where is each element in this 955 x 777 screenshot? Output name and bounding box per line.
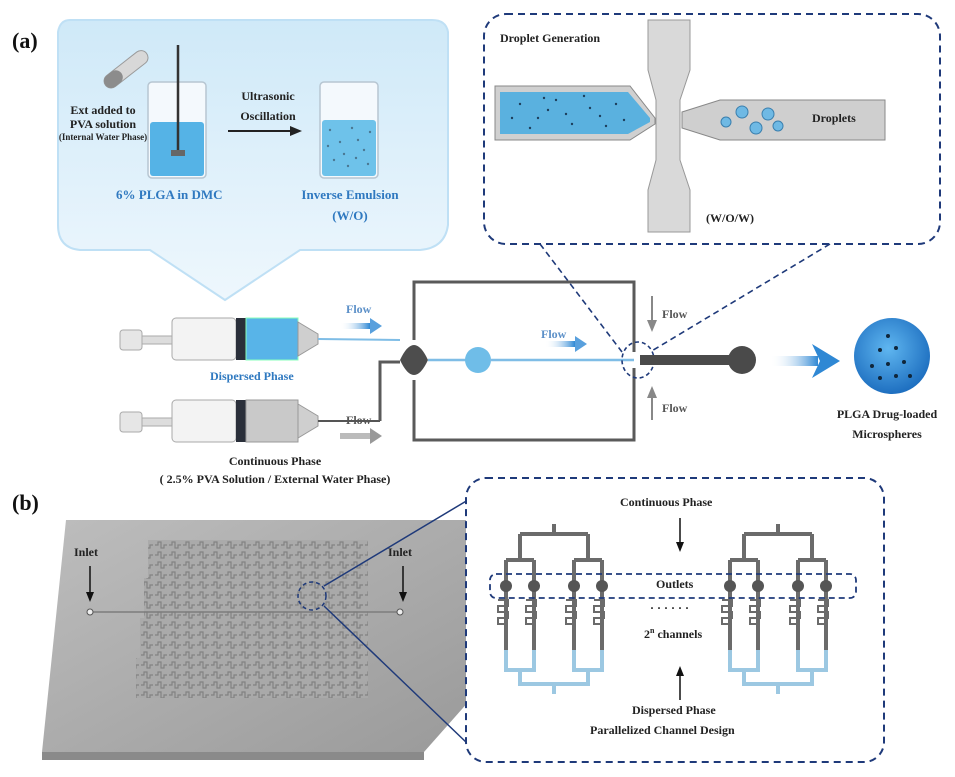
ext-line-3: (Internal Water Phase) <box>58 131 148 142</box>
zoom-line-right <box>649 243 831 353</box>
dots-label: · · · · · · <box>650 601 690 615</box>
junction-valve-icon <box>400 345 428 375</box>
outlet-channel <box>640 346 756 374</box>
inlet-left-label: Inlet <box>74 545 98 559</box>
chip-zoom-line-top <box>323 499 469 587</box>
wow-label: (W/O/W) <box>706 211 754 225</box>
flow-label-down: Flow <box>662 307 688 321</box>
product-line-2: Microspheres <box>852 426 922 441</box>
panel-b-label: (b) <box>12 490 39 515</box>
inverse-emulsion-label: Inverse Emulsion (W/O) <box>290 187 410 224</box>
chip-zoom-line-bottom <box>323 605 469 745</box>
dispersed-phase-b-label: Dispersed Phase <box>632 703 716 717</box>
microsphere-icon <box>854 318 930 394</box>
parallel-design-label: Parallelized Channel Design <box>590 723 735 737</box>
ultrasonic-label: Ultrasonic Oscillation <box>228 89 308 124</box>
outlets-highlight-box <box>489 573 857 599</box>
panel-a-label: (a) <box>12 28 38 53</box>
channel-tree-right <box>721 524 832 694</box>
droplet-generation-label: Droplet Generation <box>500 31 601 45</box>
channels-base: 2 <box>644 627 650 641</box>
flow-arrow-down <box>647 296 657 332</box>
zoom-line-left <box>539 243 623 353</box>
dispersed-syringe-icon <box>119 317 401 361</box>
chip-zoom-circle <box>297 581 327 611</box>
channels-label: 2n channels <box>644 626 702 642</box>
ultrasonic-line-1: Ultrasonic <box>241 89 295 103</box>
continuous-syringe-icon <box>119 399 380 443</box>
flow-label-mid: Flow <box>541 327 567 341</box>
microfluidic-chip <box>42 520 470 760</box>
plga-beaker-icon <box>147 45 207 179</box>
inverse-line-2: (W/O) <box>332 207 368 223</box>
continuous-line-2: ( 2.5% PVA Solution / External Water Pha… <box>159 471 391 486</box>
channels-sup: n <box>650 626 655 635</box>
flow-label-top: Flow <box>346 302 372 316</box>
test-tube-icon <box>103 50 149 89</box>
outlets-label: Outlets <box>656 577 694 591</box>
inlet-right-label: Inlet <box>388 545 412 559</box>
channels-rest: channels <box>654 627 703 641</box>
continuous-line-1: Continuous Phase <box>228 454 322 468</box>
parallel-design-inset <box>465 477 885 763</box>
emulsion-beaker-icon <box>319 81 379 179</box>
continuous-phase-arrow <box>676 518 684 552</box>
continuous-phase-b-label: Continuous Phase <box>620 495 713 509</box>
flow-label-up: Flow <box>662 401 688 415</box>
dispersed-phase-arrow <box>676 666 684 700</box>
flow-arrow-mid <box>545 336 587 352</box>
product-label: PLGA Drug-loaded Microspheres <box>822 407 952 442</box>
main-channel-network <box>378 280 636 442</box>
output-arrow <box>770 344 840 378</box>
inlet-arrow-left <box>86 566 94 602</box>
plga-dmc-label: 6% PLGA in DMC <box>116 187 223 202</box>
emulsion-drop-icon <box>465 347 634 373</box>
flow-arrow-bottom <box>340 428 382 444</box>
channel-tree-left <box>497 524 608 694</box>
droplets-label: Droplets <box>812 111 856 125</box>
flow-arrow-up <box>647 386 657 420</box>
ext-line-2: PVA solution <box>69 116 137 131</box>
ext-label: Ext added to PVA solution (Internal Wate… <box>58 103 148 142</box>
ext-line-1: Ext added to <box>70 103 136 117</box>
emulsion-preparation-bubble <box>57 19 449 302</box>
ultrasonic-arrow <box>228 126 302 136</box>
droplet-dots <box>510 94 626 130</box>
flow-arrow-top <box>340 318 382 334</box>
ultrasonic-line-2: Oscillation <box>240 108 296 123</box>
cross-junction-channel <box>494 19 886 233</box>
generated-droplets-icon <box>720 105 784 135</box>
continuous-phase-label: Continuous Phase ( 2.5% PVA Solution / E… <box>120 454 430 487</box>
inverse-line-1: Inverse Emulsion <box>301 187 399 202</box>
dispersed-phase-label: Dispersed Phase <box>210 369 294 383</box>
flow-label-bottom: Flow <box>346 413 372 427</box>
inlet-arrow-right <box>399 566 407 602</box>
product-line-1: PLGA Drug-loaded <box>836 407 938 421</box>
